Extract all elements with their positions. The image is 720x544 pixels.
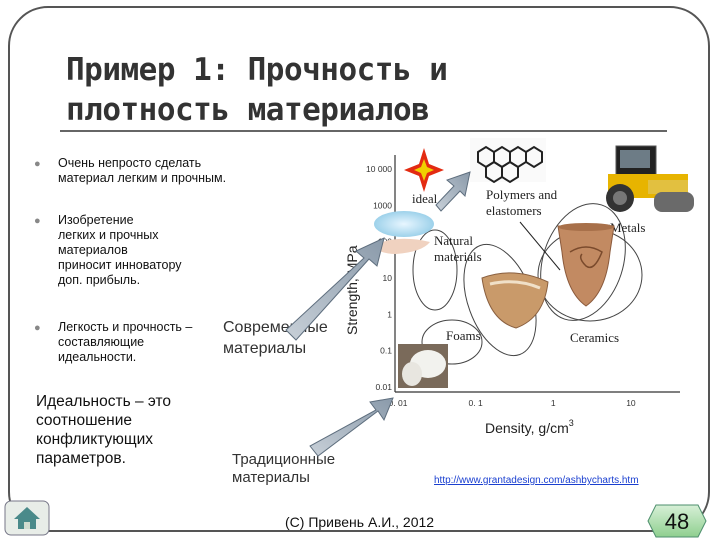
ideality-line: параметров. (36, 450, 126, 467)
title-line-2: плотность материалов (66, 92, 430, 128)
x-axis-label: Density, g/cm3 (485, 418, 574, 436)
bullet-line: идеальности. (58, 350, 137, 364)
graphene-arrow-icon (435, 171, 471, 212)
source-link[interactable]: http://www.grantadesign.com/ashbycharts.… (434, 475, 639, 486)
modern-arrow-icon (285, 237, 385, 341)
ideality-line: соотношение (36, 412, 132, 429)
bullet-item: ● Изобретение легких и прочных материало… (34, 213, 182, 288)
y-tick-label: 10 000 (366, 164, 392, 174)
y-tick-label: 1 (387, 309, 392, 319)
bullet-line: материал легким и прочным. (58, 171, 227, 185)
natural-label-line1: Natural (434, 233, 473, 248)
y-tick-label: 0.1 (380, 346, 392, 356)
y-axis-ticks: 10 00010001001010.10.01 (366, 164, 392, 392)
y-axis-label: Strength, MPa (344, 245, 360, 335)
ideality-line: конфликтующих (36, 431, 154, 448)
page-badge-icon (647, 504, 707, 538)
natural-label-line2: materials (434, 249, 482, 264)
polymers-label-line2: elastomers (486, 203, 542, 218)
slide-title: Пример 1: Прочность и плотность материал… (66, 50, 666, 130)
bullet-item: ● Очень непросто сделать материал легким… (34, 156, 227, 186)
bullet-line: материалов (58, 243, 128, 257)
bullet-line: приносит инноватору (58, 258, 182, 272)
x-axis-ticks: 0. 01 0. 1 1 10 (389, 398, 636, 408)
bullet-line: доп. прибыль. (58, 273, 141, 287)
wooden-bowl-image (481, 272, 549, 329)
home-button[interactable] (4, 500, 50, 536)
slide-frame (8, 6, 710, 532)
ideal-label: ideal (412, 191, 438, 206)
footer-copyright: (С) Привень А.И., 2012 (285, 514, 435, 530)
ceramics-label: Ceramics (570, 330, 619, 345)
title-line-1: Пример 1: Прочность и (66, 52, 448, 88)
bullet-icon: ● (34, 158, 41, 170)
y-tick-label: 0.01 (375, 382, 392, 392)
x-tick-label: 1 (551, 398, 556, 408)
bullet-icon: ● (34, 322, 41, 334)
natural-materials-region (412, 229, 458, 311)
traditional-label-line: материалы (232, 469, 310, 486)
clay-pot-image (557, 223, 615, 307)
bullet-line: Изобретение (58, 213, 134, 227)
traditional-arrow-icon (309, 397, 394, 457)
metals-region (540, 203, 626, 321)
polymers-label-line1: Polymers and (486, 187, 558, 202)
graphene-image (470, 138, 546, 184)
foams-label: Foams (446, 328, 481, 343)
bullet-item: ● Легкость и прочность – составляющие ид… (34, 320, 193, 365)
foams-region (421, 319, 483, 365)
page-number: 48 (664, 509, 690, 534)
x-tick-label: 10 (626, 398, 636, 408)
x-tick-label: 0. 1 (469, 398, 483, 408)
metals-label: Metals (610, 220, 645, 235)
y-tick-label: 1000 (373, 200, 392, 210)
bullet-line: Легкость и прочность – (58, 320, 193, 334)
ideality-text: Идеальность – это соотношение конфликтую… (36, 392, 226, 468)
bullet-line: легких и прочных (58, 228, 159, 242)
road-roller-image (606, 145, 694, 212)
ideality-line: Идеальность – это (36, 393, 171, 410)
wool-animal-image (398, 344, 448, 388)
traditional-materials-label: Традиционные материалы (232, 451, 335, 487)
y-tick-label: 10 (383, 273, 393, 283)
pointer-line (519, 221, 561, 271)
traditional-label-line: Традиционные (232, 451, 336, 468)
bullet-line: составляющие (58, 335, 145, 349)
bullet-icon: ● (34, 215, 41, 227)
title-underline (60, 130, 667, 132)
aerogel-hand-image (372, 211, 434, 254)
bullet-line: Очень непросто сделать (58, 156, 202, 170)
page-number-badge: 48 (646, 503, 708, 539)
ideal-star-icon (404, 148, 444, 192)
x-tick-label: 0. 01 (389, 398, 408, 408)
modern-label-line: материалы (223, 340, 307, 357)
home-icon (4, 500, 50, 536)
